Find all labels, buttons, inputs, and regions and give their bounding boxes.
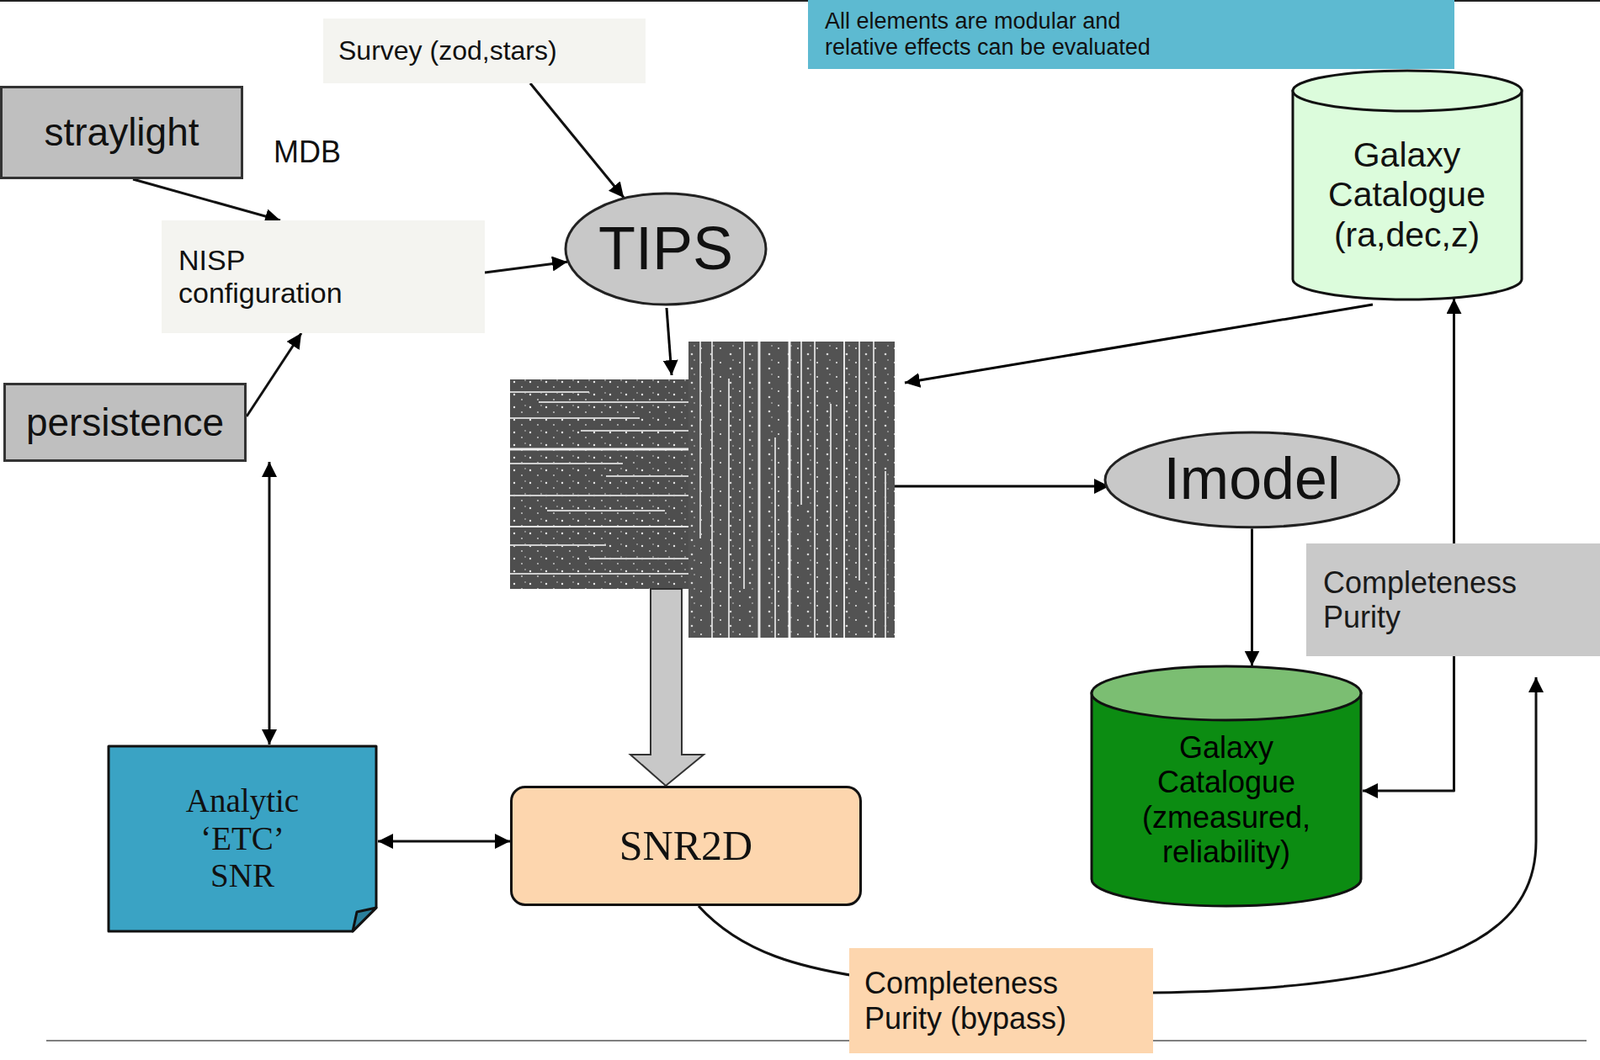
etc-note: Analytic ‘ETC’ SNR [106, 744, 378, 934]
ellipse-shape [565, 193, 766, 305]
survey-box: Survey (zod,stars) [323, 18, 646, 84]
connector [1250, 528, 1254, 666]
cloud-lobe-fill [398, 75, 542, 236]
streak [510, 494, 689, 497]
connector [268, 462, 272, 745]
streak [510, 526, 689, 528]
edge-label: Completeness Purity (bypass) [864, 966, 1117, 1037]
frame-line [46, 1040, 1587, 1042]
streak [858, 341, 861, 581]
mdb-cloud-text: MDB [273, 134, 341, 170]
mdb-cloud: MDBSurvey (zod,stars)NISP configuration [99, 0, 542, 396]
note-shape [108, 746, 377, 932]
streak [788, 341, 792, 638]
cylinder-top [1292, 70, 1522, 112]
persistence-box: persistence [3, 382, 247, 463]
block-arrow [630, 589, 704, 787]
streak [510, 462, 623, 465]
streak [510, 544, 606, 547]
snr-box: SNR2D [510, 786, 862, 907]
straylight-box: straylight [0, 85, 244, 180]
streak [510, 417, 640, 420]
connector [484, 261, 568, 273]
streak [758, 341, 761, 638]
streak [774, 437, 777, 638]
spectrum-image-vertical [688, 341, 895, 638]
streak [884, 471, 887, 638]
config-box: NISP configuration [161, 220, 485, 334]
image-ground [510, 379, 689, 590]
note-banner: All elements are modular and relative ef… [807, 0, 1455, 70]
spectrum-streaks [510, 392, 689, 575]
connector [377, 840, 511, 844]
metric-box-text: Completeness Purity [1323, 565, 1542, 636]
flow-arrow [894, 485, 1110, 489]
database-cylinder-text: Galaxy Catalogue (zmeasured, reliability… [1125, 730, 1328, 871]
streak [605, 475, 689, 478]
flow-arrow [904, 304, 1373, 383]
database-cylinder: Galaxy Catalogue (ra,dec,z) [1291, 69, 1524, 302]
image-noise [510, 379, 689, 590]
process-ellipse: TIPS [563, 191, 768, 307]
streak [711, 341, 713, 638]
connector [246, 333, 302, 417]
spectrum-image-horizontal [510, 379, 689, 590]
database-cylinder-text: Galaxy Catalogue (ra,dec,z) [1302, 135, 1513, 255]
streak [872, 341, 875, 638]
survey-box-text: Survey (zod,stars) [338, 35, 558, 67]
streak [510, 573, 689, 575]
persistence-box-text: persistence [26, 400, 224, 446]
snr-box-text: SNR2D [619, 822, 753, 872]
process-ellipse: Imodel [1103, 430, 1401, 530]
streak [580, 430, 689, 432]
cylinder-body [1292, 90, 1522, 300]
streak [813, 341, 816, 638]
spectrum-streaks [700, 341, 886, 638]
cloud-lobe-outline [398, 75, 542, 236]
image-ground [688, 341, 895, 638]
streak [728, 378, 730, 638]
streak [800, 341, 803, 505]
streak [589, 558, 689, 560]
database-cylinder: Galaxy Catalogue (zmeasured, reliability… [1089, 664, 1363, 909]
ellipse-shape [1105, 432, 1399, 528]
note-fold [352, 908, 377, 932]
streak [829, 403, 832, 638]
config-box-text: NISP configuration [178, 244, 381, 310]
flow-arrow [666, 308, 672, 376]
cylinder-top [1091, 666, 1361, 721]
streak [843, 341, 846, 638]
edge-label-box: Completeness Purity (bypass) [849, 948, 1154, 1054]
cloud-bubble [215, 354, 245, 383]
streak [547, 510, 665, 512]
image-noise [688, 341, 895, 638]
straylight-box-text: straylight [43, 110, 199, 155]
streak [510, 391, 590, 394]
note-banner-text: All elements are modular and relative ef… [824, 8, 1196, 61]
metric-box: Completeness Purity [1306, 543, 1600, 657]
etc-note-text: Analytic ‘ETC’ SNR [170, 782, 314, 897]
process-ellipse-text: Imodel [1163, 448, 1340, 511]
streak [743, 341, 745, 590]
streak [510, 448, 689, 452]
cylinder-body [1091, 693, 1361, 907]
connector [530, 83, 624, 198]
process-ellipse-text: TIPS [598, 217, 734, 282]
streak [538, 401, 689, 404]
connector [132, 179, 281, 221]
streak [699, 341, 702, 539]
